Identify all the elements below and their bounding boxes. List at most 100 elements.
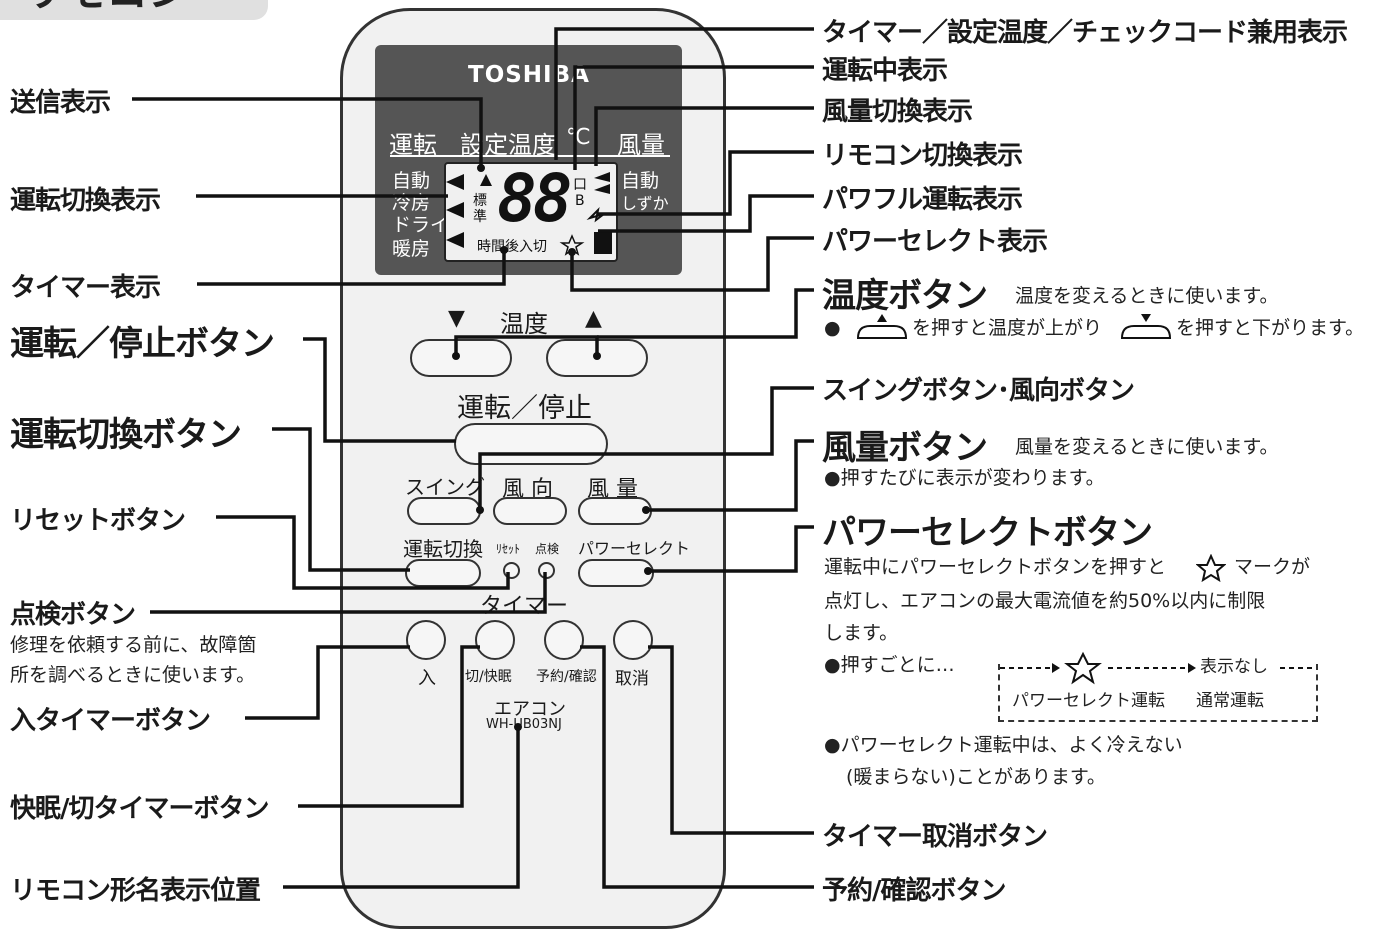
leader-swing (478, 386, 814, 510)
label-reserve-button: 予約/確認ボタン (822, 876, 1006, 906)
mode-button[interactable] (405, 559, 481, 587)
timer-on-button[interactable] (406, 620, 446, 660)
fan-button[interactable] (578, 497, 652, 525)
check-button-label: 点検 (535, 542, 560, 556)
leader-dot-1 (477, 164, 485, 172)
direction-button[interactable] (493, 497, 567, 525)
label-fan-button: 風量ボタン (822, 428, 988, 468)
power-select-warn1: ●パワーセレクト運転中は、よく冷えない (824, 734, 1183, 756)
label-mode-button: 運転切換ボタン (10, 415, 242, 455)
label-fan-display: 風量切換表示 (822, 97, 973, 127)
brand-logo: TOSHIBA (468, 62, 590, 88)
lcd-hyojun: 標準 (473, 193, 487, 225)
model-name: エアコン (494, 699, 566, 720)
display-header-fan: 風量 (617, 131, 665, 159)
leader-fan-button (646, 439, 814, 512)
leader-reset-button (216, 515, 510, 590)
leader-remote-switch (598, 150, 814, 216)
lcd-left-arrow-2 (446, 202, 464, 218)
label-timer-on-button: 入タイマーボタン (10, 706, 211, 736)
power-select-cycle-intro: ●押すごとに… (824, 654, 955, 676)
label-swing-button: スイングボタン･風向ボタン (822, 376, 1135, 406)
lcd-left-arrow-1 (446, 174, 464, 190)
reset-button-label: ﾘｾｯﾄ (496, 542, 521, 556)
label-timer-temp-display: タイマー／設定温度／チェックコード兼用表示 (822, 18, 1348, 48)
leader-off-sleep (298, 645, 480, 808)
label-transmit-display: 送信表示 (10, 88, 111, 118)
leader-power-select-display (570, 236, 814, 292)
power-select-line3: します。 (824, 622, 899, 644)
timer-reserve-label: 予約/確認 (536, 669, 597, 685)
timer-cancel-button[interactable] (613, 620, 653, 660)
leader-timer-display (197, 250, 506, 286)
power-select-line2: 点灯し、エアコンの最大電流値を約50%以内に制限 (824, 590, 1266, 612)
label-temp-button: 温度ボタン (822, 276, 988, 316)
timer-reserve-button[interactable] (544, 620, 584, 660)
leader-cancel (648, 645, 814, 835)
leader-dot-8 (568, 248, 576, 256)
power-select-mode-b: 通常運転 (1196, 691, 1264, 711)
label-running-display: 運転中表示 (822, 56, 948, 86)
fan-auto-label: 自動 (621, 170, 660, 192)
timer-off-sleep-button[interactable] (475, 620, 515, 660)
label-check-button: 点検ボタン (10, 600, 136, 630)
lcd-fan-bar-2 (594, 184, 610, 194)
temp-button-desc: 温度を変えるときに使います。 (1015, 285, 1279, 307)
temp-down-button[interactable] (410, 339, 512, 377)
power-select-button[interactable] (578, 559, 654, 587)
section-title-tab: リモコン (0, 0, 268, 20)
lcd-remote-b-char: B (575, 193, 585, 209)
power-button[interactable] (454, 423, 608, 465)
label-off-sleep-button: 快眠/切タイマーボタン (10, 794, 269, 824)
power-select-line1b: マークが (1234, 556, 1311, 578)
leader-dot-6 (642, 506, 650, 514)
lcd-timer-row: 時間後入切 (477, 239, 547, 255)
leader-mode-button (272, 427, 410, 572)
mode-dry-label: ドライ (392, 214, 450, 236)
lcd-digits: 88 (497, 160, 573, 237)
leader-model-position (283, 727, 520, 889)
power-select-line1a: 運転中にパワーセレクトボタンを押すと (824, 556, 1167, 578)
lcd-transmit-triangle (480, 174, 492, 186)
label-powerful-display: パワフル運転表示 (822, 185, 1023, 215)
mode-auto-label: 自動 (392, 170, 431, 192)
lcd-fan-level-block (594, 232, 612, 254)
temp-note-a: を押すと温度が上がり (912, 317, 1103, 339)
power-select-button-label: パワーセレクト (578, 539, 691, 558)
label-mode-display: 運転切換表示 (10, 186, 161, 216)
display-header-unten: 運転 (389, 131, 437, 159)
leader-transmit (132, 97, 483, 168)
label-remote-switch-display: リモコン切換表示 (822, 141, 1023, 171)
temp-up-symbol: ▲ (585, 306, 602, 331)
up-button-icon (856, 314, 908, 339)
leader-dot-5 (476, 506, 484, 514)
fan-quiet-label: しずか (621, 194, 669, 213)
label-power-button: 運転／停止ボタン (10, 324, 275, 364)
leader-power-select-button (648, 525, 814, 573)
fan-button-note: ●押すたびに表示が変わります。 (824, 467, 1105, 489)
leader-dot-7 (644, 567, 652, 575)
leader-dot-3 (452, 352, 460, 360)
leader-timer-temp-display (554, 27, 814, 160)
leader-running-display (573, 65, 814, 170)
section-title: リモコン (22, 0, 190, 19)
label-reset-button: リセットボタン (10, 506, 186, 536)
leader-temp-buttons (454, 335, 599, 356)
power-select-cycle-diagram (1000, 651, 1314, 685)
check-desc-line2: 所を調べるときに使います。 (10, 664, 256, 686)
check-desc-line1: 修理を依頼する前に、故障箇 (10, 634, 257, 656)
leader-dot-4 (593, 352, 601, 360)
leader-lines (132, 27, 814, 889)
label-power-select-button: パワーセレクトボタン (822, 513, 1153, 553)
lcd-screen (444, 162, 618, 262)
display-header-settemp: 設定温度 (460, 131, 556, 159)
power-select-star-icon (1196, 554, 1226, 582)
label-power-select-display: パワーセレクト表示 (822, 227, 1048, 257)
leader-power-button (303, 337, 456, 443)
temp-label: 温度 (500, 310, 548, 338)
leader-dot-9 (514, 723, 522, 731)
temp-note-b: を押すと下がります。 (1176, 317, 1365, 339)
model-code: WH-UB03NJ (486, 717, 562, 732)
power-select-warn2: (暖まらない)ことがあります。 (846, 766, 1106, 788)
label-model-position: リモコン形名表示位置 (10, 876, 261, 906)
